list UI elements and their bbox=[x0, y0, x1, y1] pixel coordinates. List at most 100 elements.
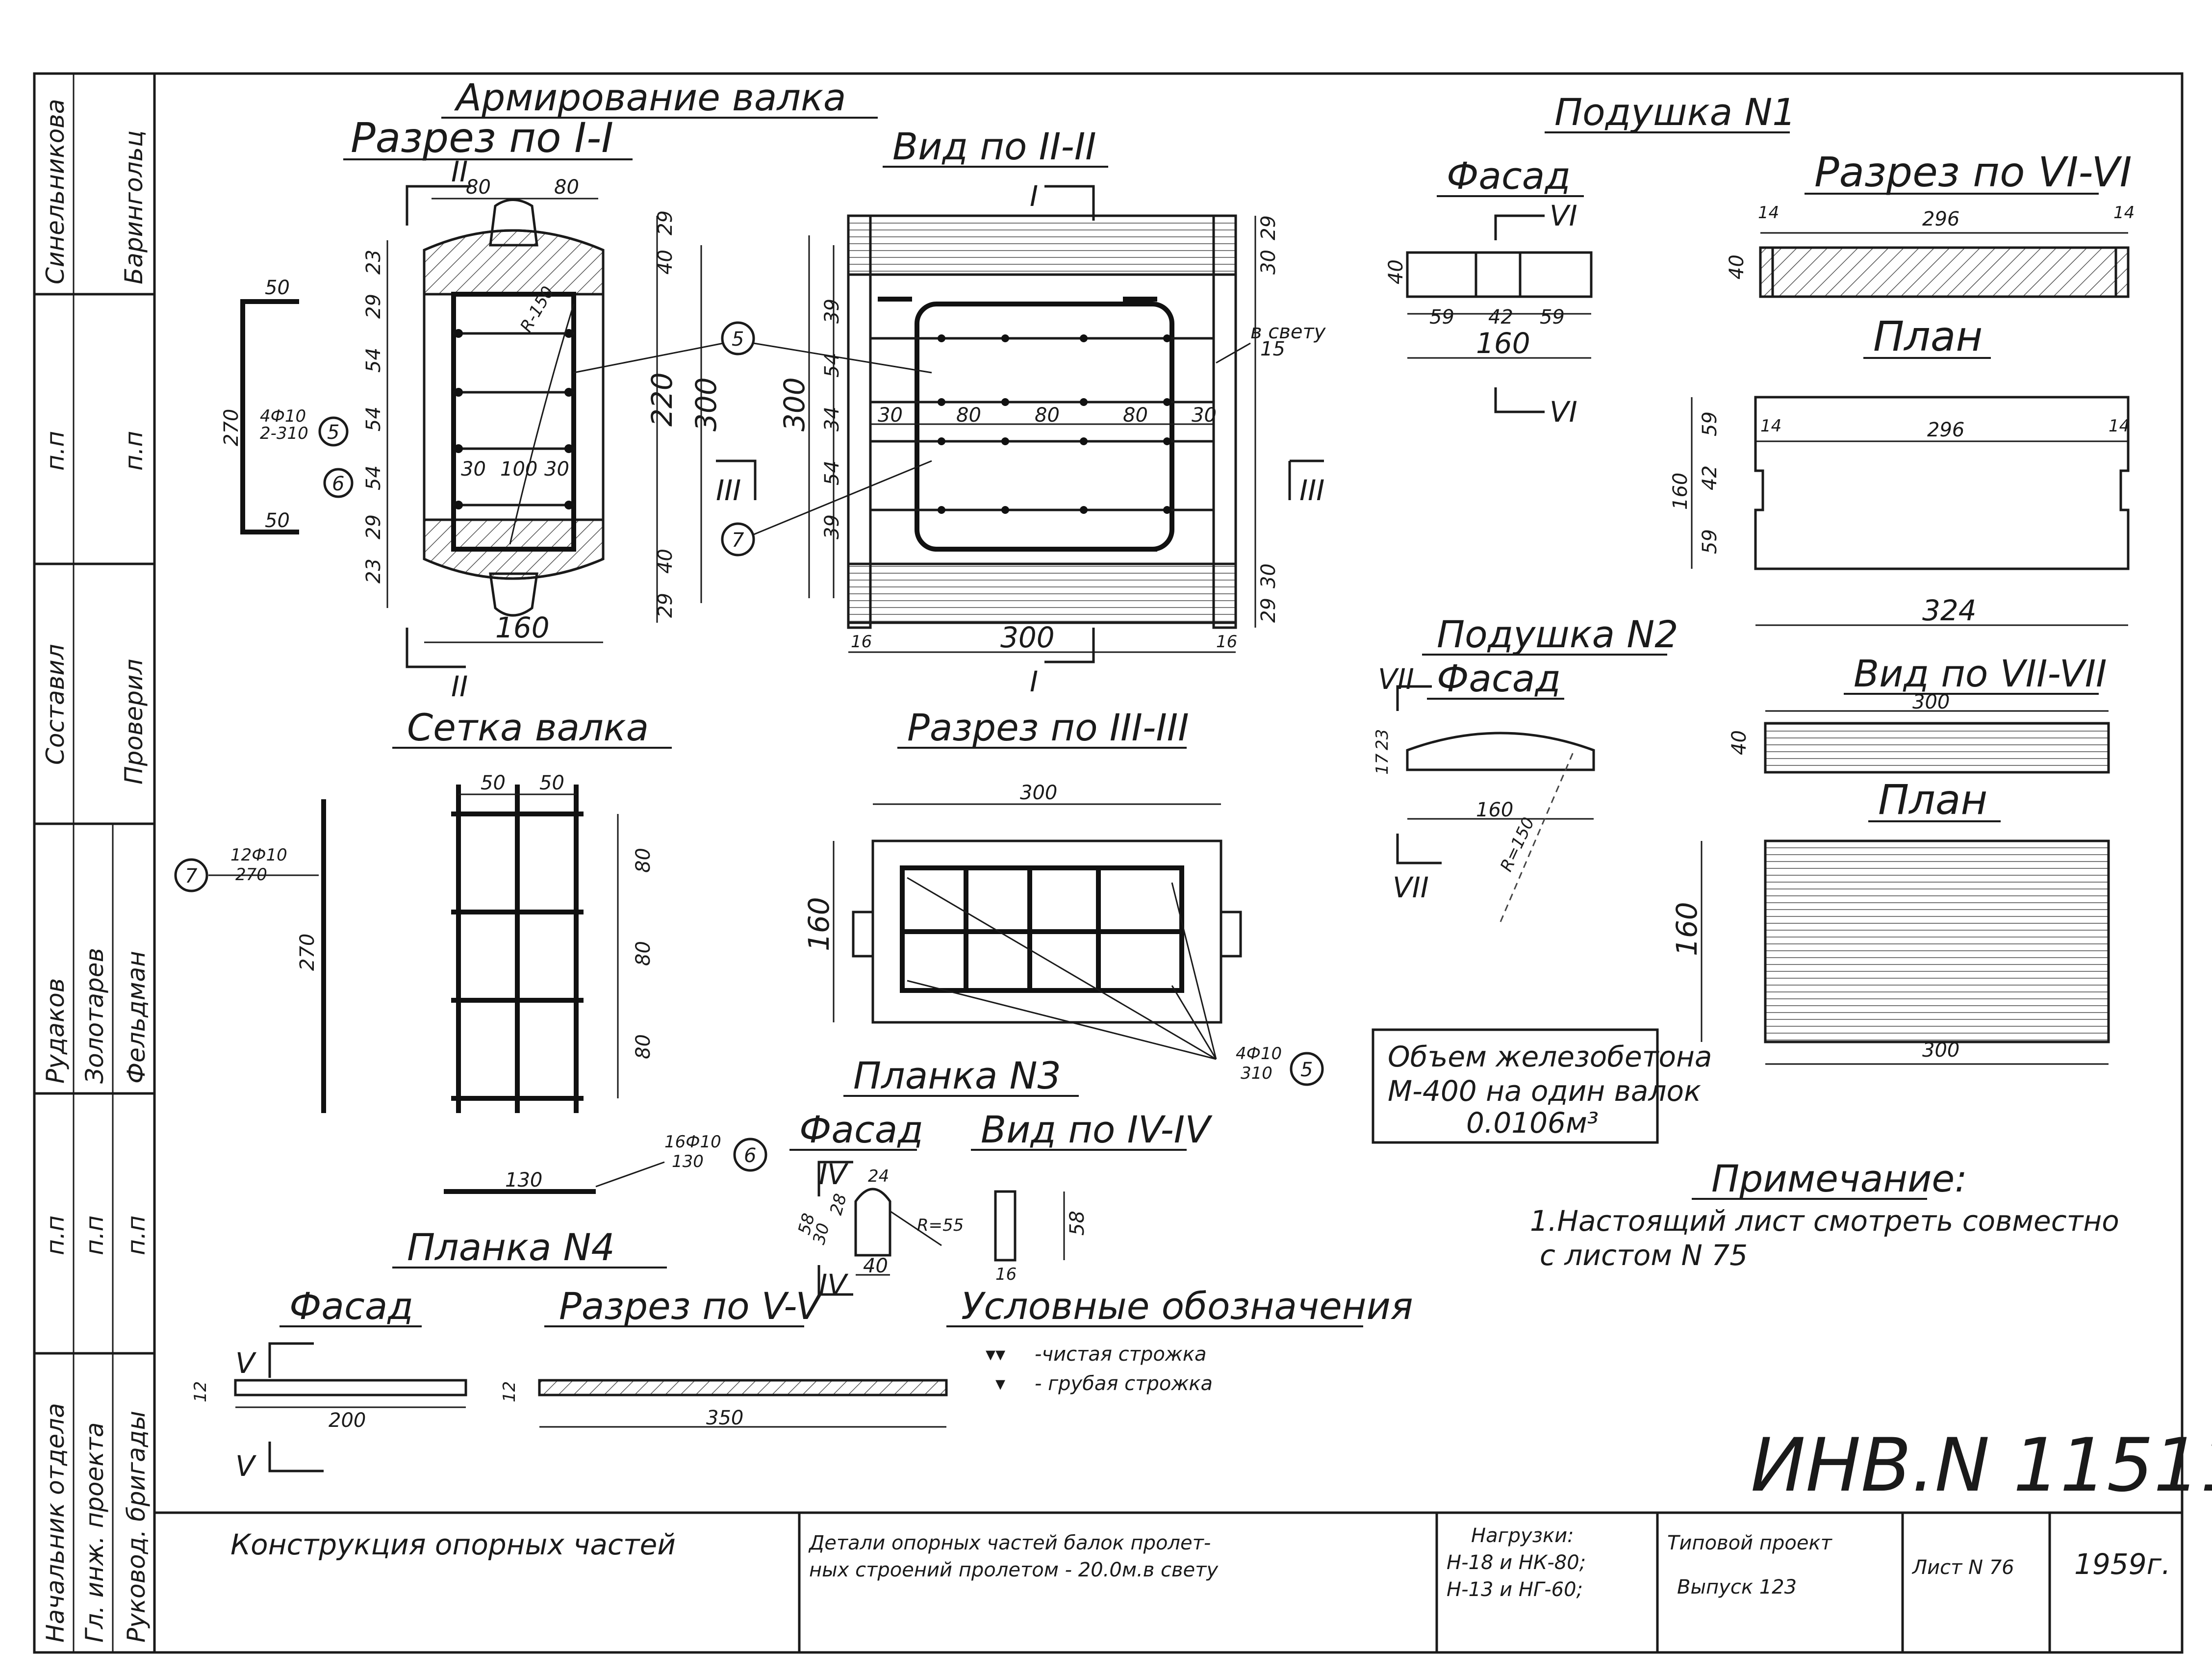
bar6-spec-bottom: 130 bbox=[672, 1152, 704, 1171]
dim-v2-l3: 34 bbox=[821, 406, 843, 431]
plate4-facade: V V 200 12 bbox=[191, 1342, 467, 1483]
dim-v2-e1: 30 bbox=[878, 404, 903, 427]
bar5-mark-center: 5 bbox=[732, 328, 744, 351]
mark-I-bottom: I bbox=[1030, 665, 1038, 698]
dim-s1-l7: 23 bbox=[362, 558, 385, 583]
title-note: Примечание: bbox=[1711, 1157, 1967, 1200]
title-pad-1: Подушка N1 bbox=[1554, 90, 1796, 134]
bar-5-shape: 50 50 270 4Ф10 2-310 5 6 bbox=[220, 277, 354, 534]
dim-s3-height: 160 bbox=[802, 897, 836, 951]
plate3-facade: IV IV R=55 58 30 28 24 40 bbox=[794, 1158, 964, 1301]
dim-bar5-hook2: 50 bbox=[265, 509, 290, 532]
mark-VI-bottom: VI bbox=[1550, 395, 1577, 429]
dim-v2-l5: 39 bbox=[821, 514, 843, 539]
dim-p2-h2: 17 bbox=[1373, 753, 1392, 775]
dim-p2v-length: 300 bbox=[1912, 691, 1950, 713]
volume-line3: 0.0106м³ bbox=[1466, 1106, 1599, 1140]
dim-s1-inner-l: 30 bbox=[461, 458, 486, 481]
stamp-name-zolotarev: Золотарев bbox=[80, 948, 109, 1084]
pad1-section-6: 296 14 14 40 bbox=[1726, 203, 2135, 298]
dim-v2-e2: 30 bbox=[1192, 404, 1217, 427]
dim-p1s-length: 296 bbox=[1922, 208, 1959, 230]
dim-p1-a: 59 bbox=[1429, 306, 1454, 329]
title-pad2-plan: План bbox=[1878, 776, 1987, 824]
dim-p2-width: 160 bbox=[1476, 799, 1513, 821]
tb-details-line2: ных строений пролетом - 20.0м.в свету bbox=[809, 1559, 1219, 1581]
dim-p1-height: 40 bbox=[1385, 259, 1407, 284]
tb-loads-line3: Н-13 и НГ-60; bbox=[1447, 1578, 1583, 1601]
dim-p2-h1: 23 bbox=[1373, 729, 1392, 750]
dim-s1-total: 300 bbox=[689, 377, 723, 431]
title-pad1-section-6: Разрез по VI-VI bbox=[1814, 148, 2132, 196]
inventory-number: ИНВ.N 11511-90 bbox=[1751, 1423, 2212, 1508]
dim-v2-r4: 29 bbox=[1257, 598, 1280, 623]
plate4-section-5: 350 12 bbox=[500, 1379, 948, 1429]
stamp-sign-1: п.п bbox=[41, 431, 70, 471]
dim-mesh-r3: 80 bbox=[632, 1034, 655, 1059]
dim-p1-c: 59 bbox=[1540, 306, 1565, 329]
dim-s1-mid: 220 bbox=[645, 372, 679, 427]
v2-clear-value: 15 bbox=[1260, 338, 1285, 360]
stamp-sign-3: п.п bbox=[41, 1216, 70, 1255]
tb-year: 1959г. bbox=[2074, 1547, 2171, 1581]
dim-v2-l1: 39 bbox=[821, 299, 843, 324]
dim-s1-l3: 54 bbox=[362, 348, 385, 373]
dim-mesh-r2: 80 bbox=[632, 941, 655, 966]
bar7-mark-left: 7 bbox=[185, 865, 198, 888]
dim-p1p-length: 296 bbox=[1927, 419, 1964, 441]
mark-III-left: III bbox=[716, 474, 741, 507]
mesh-view: 50 50 80 80 80 270 7 12Ф10 270 130 16Ф10… bbox=[174, 772, 767, 1194]
dim-pl4-height: 12 bbox=[191, 1381, 210, 1402]
title-pad1-plan: План bbox=[1873, 312, 1983, 360]
dim-pl4s-length: 350 bbox=[706, 1407, 743, 1429]
stamp-name-sinelnikova: Синельникова bbox=[41, 99, 70, 284]
tb-construction: Конструкция опорных частей bbox=[230, 1528, 676, 1561]
dim-v2-c: 80 bbox=[1123, 404, 1148, 427]
dim-p1-width: 160 bbox=[1476, 327, 1530, 360]
volume-line2: М-400 на один валок bbox=[1388, 1074, 1701, 1108]
dim-v2-a: 80 bbox=[956, 404, 981, 427]
dim-s1-width: 160 bbox=[495, 611, 550, 644]
dim-s1-l4: 54 bbox=[362, 406, 385, 431]
title-pad1-facade: Фасад bbox=[1447, 154, 1571, 198]
tb-loads-line2: Н-18 и НК-80; bbox=[1447, 1551, 1586, 1574]
dim-s1-top-b: 80 bbox=[554, 176, 579, 199]
dim-p1p-height: 160 bbox=[1669, 473, 1692, 510]
dim-pl3-w2: 16 bbox=[995, 1265, 1017, 1284]
title-plate4-section-5: Разрез по V-V bbox=[559, 1284, 823, 1328]
dim-s1-l2: 29 bbox=[362, 294, 385, 319]
bar5-spec-top: 4Ф10 bbox=[260, 406, 306, 426]
pad1-plan: 296 14 14 160 59 42 59 324 bbox=[1669, 396, 2130, 627]
dim-bar6-length: 130 bbox=[505, 1169, 542, 1192]
dim-s1-r4: 29 bbox=[654, 593, 677, 618]
legend-text-clean: -чистая строжка bbox=[1035, 1343, 1207, 1366]
mark-II-bottom: II bbox=[451, 670, 468, 703]
view-2: I I 30 80 80 80 30 300 39 54 bbox=[573, 179, 1326, 698]
dim-s1-r1: 29 bbox=[654, 210, 677, 235]
dim-s1-top-a: 80 bbox=[466, 176, 491, 199]
stamp-sign-4: п.п bbox=[80, 1216, 109, 1255]
title-pad2-view-7: Вид по VII-VII bbox=[1854, 652, 2107, 695]
v2-clear-label: в свету bbox=[1250, 321, 1326, 343]
tb-issue: Выпуск 123 bbox=[1677, 1576, 1797, 1598]
title-section-1: Разрез по I-I bbox=[351, 114, 613, 162]
dim-mesh-b: 50 bbox=[539, 772, 564, 794]
tb-project: Типовой проект bbox=[1667, 1532, 1833, 1554]
mark-VII-top: VII bbox=[1378, 662, 1414, 696]
bar5-mark: 5 bbox=[327, 421, 339, 444]
bar7-mark-center: 7 bbox=[732, 529, 744, 552]
dim-p2-radius: R=150 bbox=[1497, 814, 1539, 875]
pad2-facade: VII VII 23 17 160 R=150 bbox=[1373, 662, 1595, 922]
tb-details-line1: Детали опорных частей балок пролет- bbox=[808, 1532, 1211, 1554]
volume-box: Объем железобетона М-400 на один валок 0… bbox=[1372, 1028, 1712, 1144]
pad2-plan: 160 300 bbox=[1670, 839, 2110, 1065]
dim-p1p-c: 59 bbox=[1699, 529, 1721, 554]
dim-mesh-r1: 80 bbox=[632, 848, 655, 873]
dim-pl3-h2: 58 bbox=[1066, 1211, 1089, 1236]
mark-III-right: III bbox=[1299, 474, 1324, 507]
legend: ▾▾ -чистая строжка ▾ - грубая строжка bbox=[986, 1343, 1213, 1395]
plate3-view-4: 58 16 bbox=[994, 1190, 1089, 1284]
stamp-name-baringolts: Барингольц bbox=[120, 130, 148, 284]
side-stamp: Синельникова Барингольц п.п п.п Составил… bbox=[34, 74, 156, 1652]
dim-p1p-e1: 14 bbox=[1760, 416, 1781, 436]
